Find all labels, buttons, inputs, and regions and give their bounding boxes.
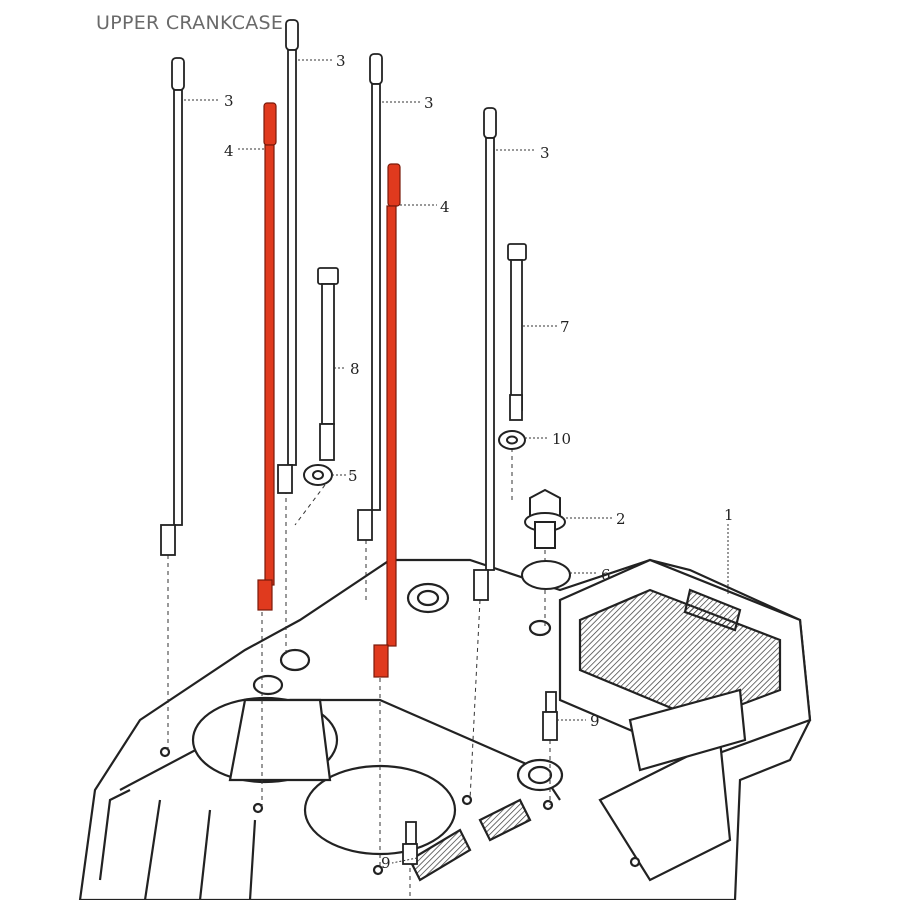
callout-5: 5	[348, 467, 358, 485]
bolt-8	[317, 267, 339, 461]
callout-labels: 3 3 3 3 4 4 8 7 10 5 2 6 1 9 9	[224, 52, 734, 872]
callout-6: 6	[601, 566, 611, 584]
callout-2: 2	[616, 510, 626, 528]
callout-3-d: 3	[540, 144, 550, 162]
callout-8: 8	[350, 360, 360, 378]
leader-lines	[184, 59, 729, 864]
callout-7: 7	[560, 318, 570, 336]
callout-3-c: 3	[424, 94, 434, 112]
stud-4-b-highlighted	[373, 163, 401, 678]
callout-10: 10	[552, 430, 571, 448]
bolt-2	[524, 488, 566, 549]
bolt-7	[507, 243, 527, 421]
alignment-lines	[167, 448, 551, 900]
callout-1: 1	[724, 506, 734, 524]
stud-3-b	[277, 19, 299, 494]
diagram-title: UPPER CRANKCASE	[96, 12, 284, 34]
upper-crankcase	[78, 558, 812, 900]
callout-4-b: 4	[440, 198, 450, 216]
stud-4-a-highlighted	[257, 102, 277, 611]
washer-10	[498, 430, 526, 450]
stud-3-a	[160, 57, 185, 556]
dowel-9-b	[402, 821, 418, 865]
callout-9-b: 9	[381, 854, 391, 872]
stud-3-d	[473, 107, 497, 601]
callout-4-a: 4	[224, 142, 234, 160]
callout-3-a: 3	[224, 92, 234, 110]
gasket-6	[521, 560, 571, 590]
callout-3-b: 3	[336, 52, 346, 70]
callout-9-a: 9	[590, 712, 600, 730]
dowel-9-a	[542, 691, 558, 741]
stud-3-c	[357, 53, 383, 541]
washer-5	[303, 464, 333, 486]
